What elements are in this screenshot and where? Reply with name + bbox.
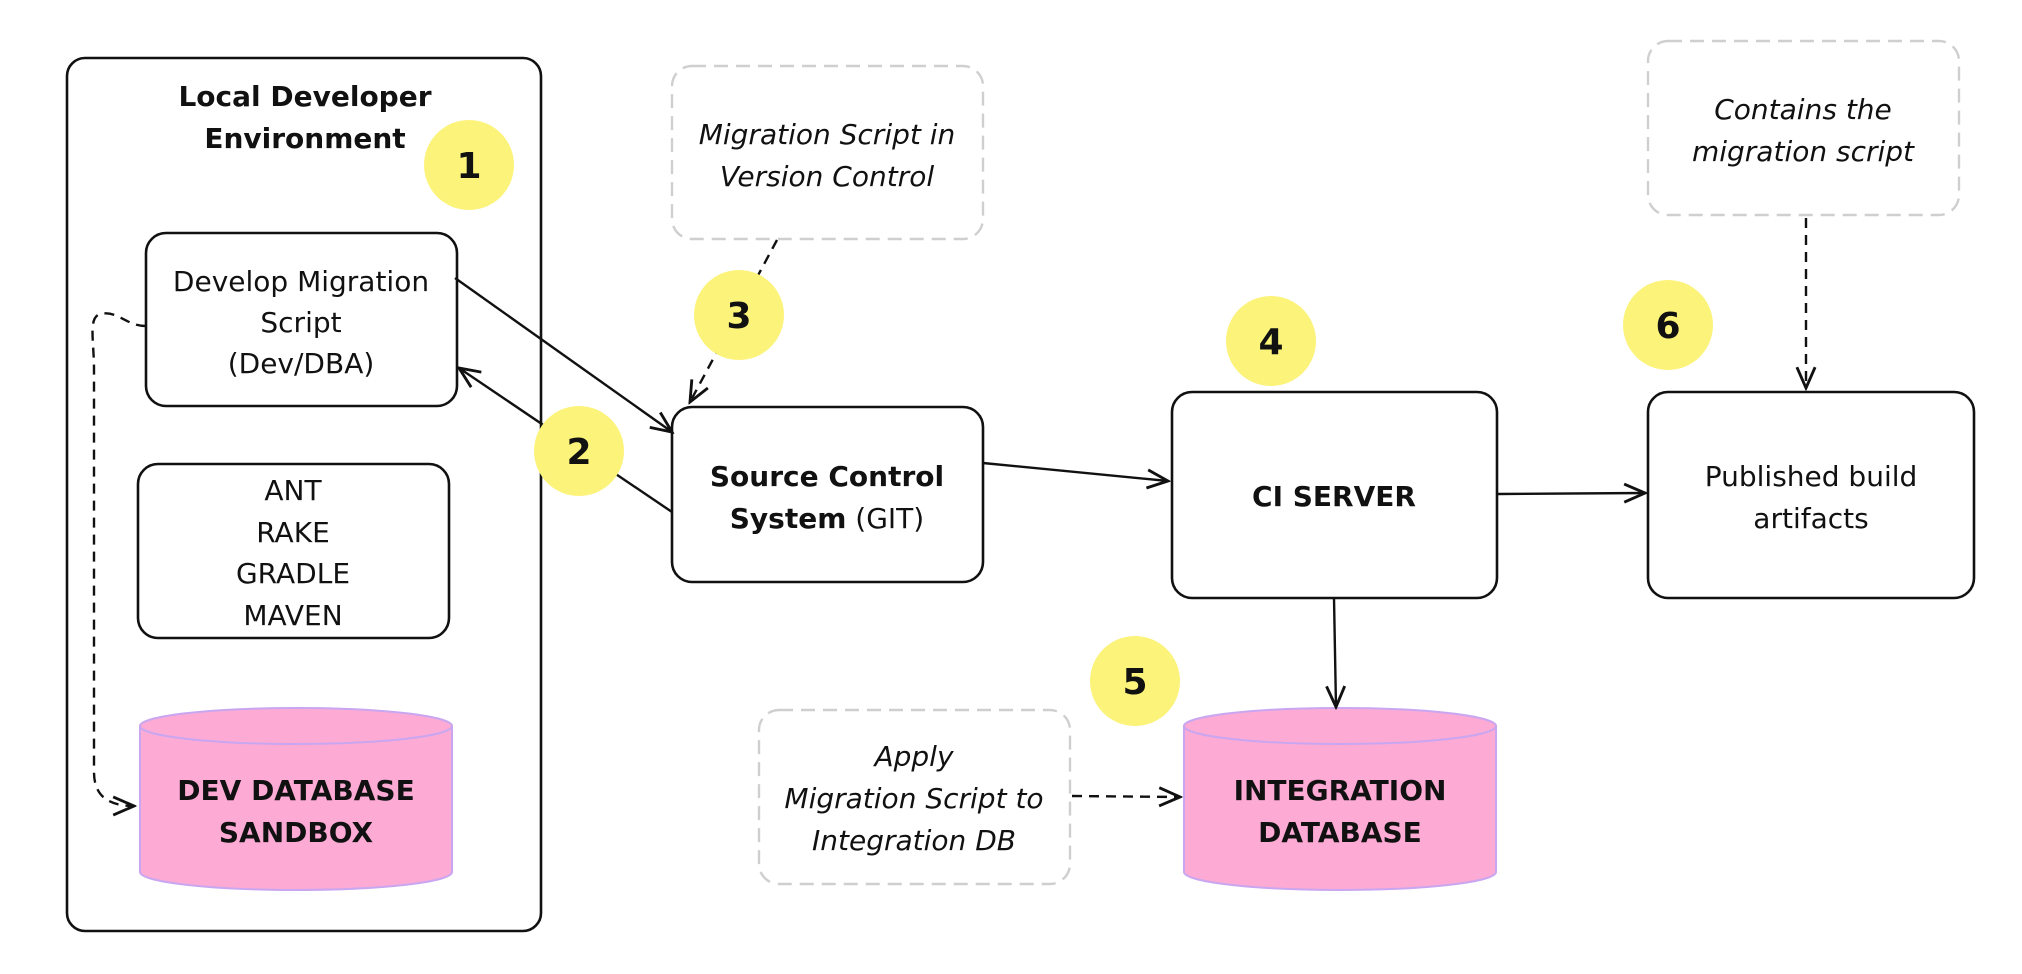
local-env-title-line2: Environment [204,122,405,155]
build-tool-maven: MAVEN [243,599,342,632]
badge-4-number: 4 [1258,322,1283,363]
build-tool-ant: ANT [264,474,322,507]
source-control-box[interactable]: Source Control System (GIT) [670,405,985,584]
badge-2-number: 2 [566,432,591,473]
badge-1-number: 1 [456,146,481,187]
note-version-control-line1: Migration Script in [699,118,956,151]
published-artifacts-box[interactable]: Published build artifacts [1646,390,1976,600]
integration-db-line1: INTEGRATION [1234,774,1447,807]
badge-1: 1 [424,120,514,210]
arrow-develop-to-source-control [454,277,672,432]
note-contains-line1: Contains the [1714,93,1892,126]
ci-server-label: CI SERVER [1252,480,1416,513]
local-env-title-line1: Local Developer [178,80,431,113]
badge-5: 5 [1090,636,1180,726]
note-apply-line2: Migration Script to [784,782,1043,815]
build-tool-rake: RAKE [256,516,330,549]
source-control-git: (GIT) [846,502,924,535]
note-version-control: Migration Script in Version Control [670,64,985,241]
source-control-line2: System (GIT) [730,502,924,535]
badge-3-number: 3 [726,296,751,337]
badge-6-number: 6 [1655,306,1680,347]
note-contains-line2: migration script [1692,135,1915,168]
source-control-system-word: System [730,502,847,535]
arrow-source-control-to-ci [982,461,1168,481]
note-version-control-line2: Version Control [720,160,934,193]
build-tools-box[interactable]: ANT RAKE GRADLE MAVEN [136,462,451,640]
note-apply-line1: Apply [872,740,953,773]
ci-server-box[interactable]: CI SERVER [1170,390,1499,600]
artifacts-line1: Published build [1705,460,1918,493]
develop-box-line1: Develop Migration [173,265,429,298]
connectors [91,218,1807,806]
integration-db-line2: DATABASE [1258,816,1422,849]
develop-box-line2: Script [260,306,341,339]
badge-5-number: 5 [1122,662,1147,703]
integration-database-cylinder[interactable]: INTEGRATION DATABASE [1183,707,1497,891]
artifacts-line2: artifacts [1753,502,1868,535]
arrow-ci-to-integration-db [1334,597,1336,707]
badge-6: 6 [1623,280,1713,370]
dashed-develop-to-dev-db [91,312,147,806]
dev-database-cylinder[interactable]: DEV DATABASE SANDBOX [139,707,453,891]
dashed-note-to-integration-db [1071,796,1180,797]
build-tool-gradle: GRADLE [236,557,350,590]
dev-db-line1: DEV DATABASE [177,774,414,807]
develop-box-line3: (Dev/DBA) [228,347,375,380]
note-apply-line3: Integration DB [812,824,1016,857]
source-control-line1: Source Control [710,460,944,493]
badge-2: 2 [534,406,624,496]
dev-db-line2: SANDBOX [219,816,374,849]
badge-4: 4 [1226,296,1316,386]
develop-migration-script-box[interactable]: Develop Migration Script (Dev/DBA) [144,231,459,408]
note-contains-migration-script: Contains the migration script [1646,39,1961,217]
note-apply-migration: Apply Migration Script to Integration DB [757,708,1072,886]
badge-3: 3 [694,270,784,360]
arrow-ci-to-artifacts [1496,493,1645,494]
